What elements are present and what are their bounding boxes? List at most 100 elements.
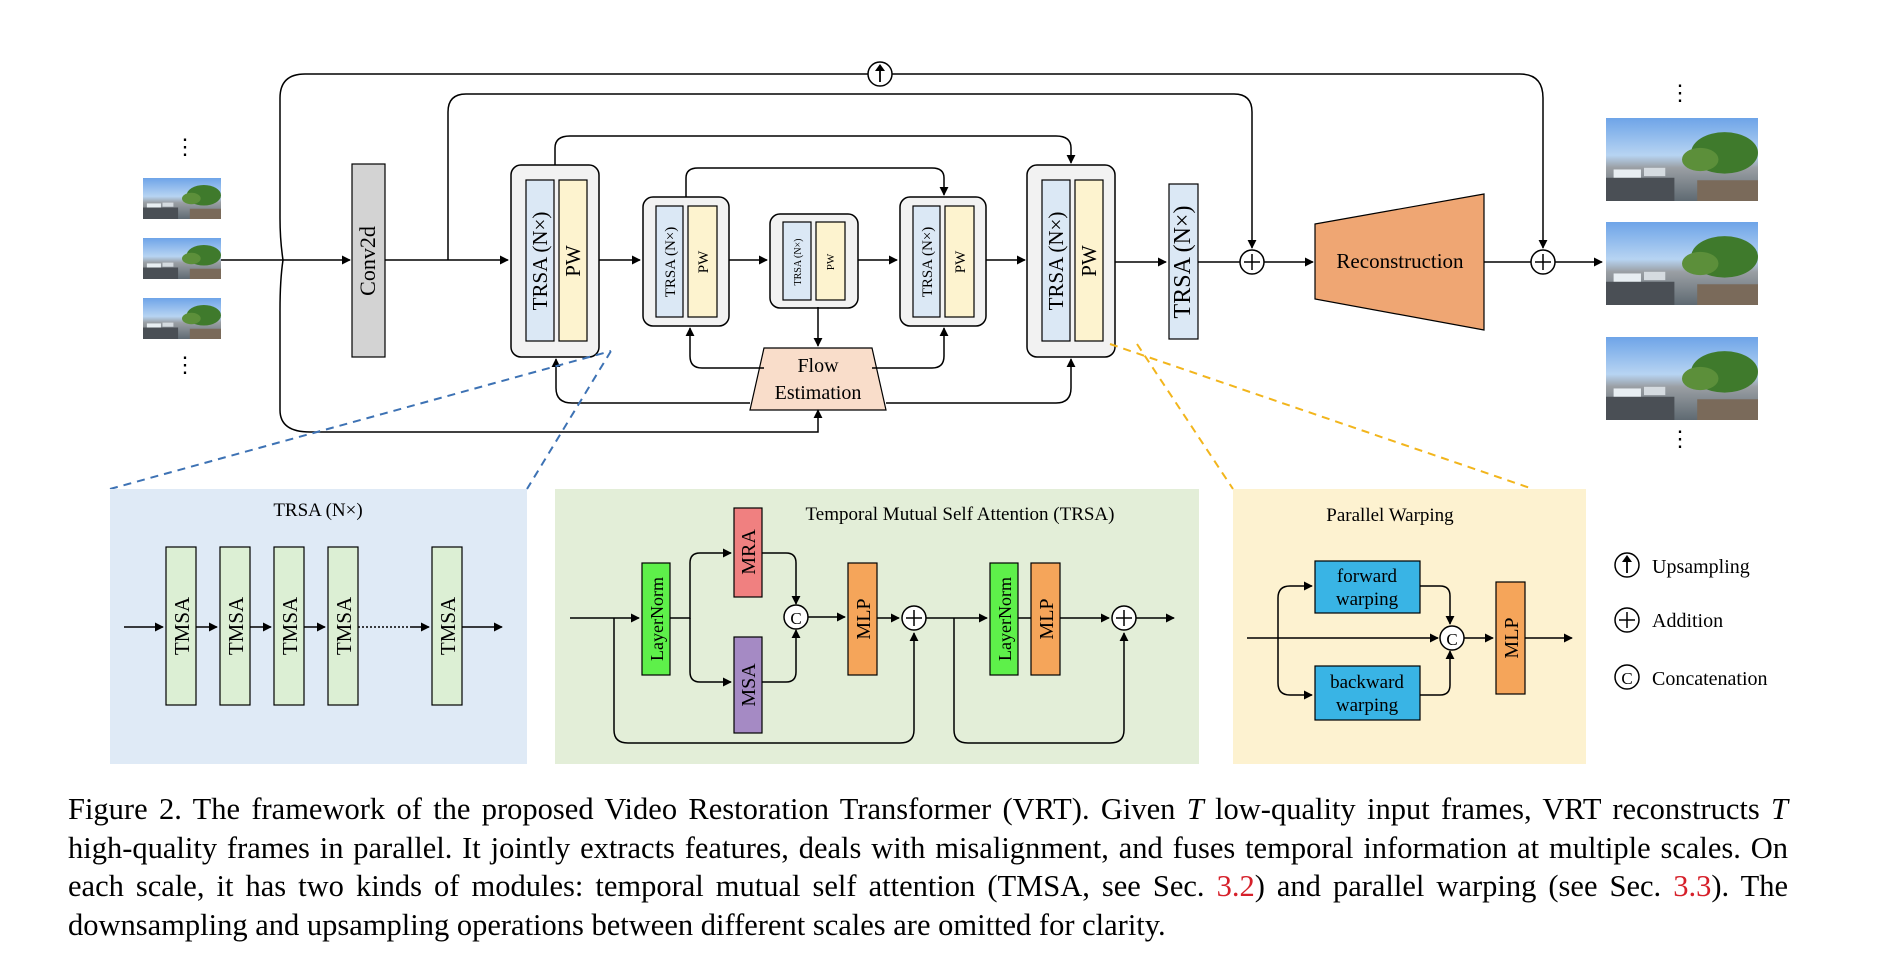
skip-stage2-to-stage4 (685, 167, 949, 197)
parallel-warping-panel: Parallel Warping forward warping backwar… (1233, 489, 1586, 764)
flow-estimation-block (749, 347, 887, 411)
tmsa-split-up (670, 548, 732, 619)
flow-estimation-label-1: Flow (797, 355, 839, 377)
forward-warping-block (1314, 560, 1421, 614)
stage-4: TRSA (N×) PW (899, 196, 987, 327)
input-ellipsis-bottom: ⋮ (174, 352, 196, 377)
layernorm-block-1 (641, 562, 671, 676)
concat-node-1-label: C (790, 609, 801, 628)
msa-label: MSA (738, 663, 760, 707)
output-ellipsis-bottom: ⋮ (1669, 426, 1691, 451)
msa-to-concat (762, 629, 801, 683)
caption-ref-sec-3-3[interactable]: 3.3 (1673, 869, 1712, 903)
upsampling-node-arrowhead-icon (875, 64, 885, 71)
mlp-block-2 (1030, 562, 1061, 676)
final-trsa-label: TRSA (N×) (1170, 206, 1196, 319)
forward-to-concat (1420, 585, 1455, 625)
input-ellipsis-top: ⋮ (174, 134, 196, 159)
stage-4-trsa-label: TRSA (N×) (920, 227, 936, 298)
mlp-label-1: MLP (853, 598, 875, 639)
caption-part-2: low-quality input frames, VRT reconstruc… (1203, 792, 1772, 826)
tmsa-split-down (689, 618, 732, 687)
final-trsa-block (1168, 183, 1199, 340)
tmsa-label-2: TMSA (224, 596, 248, 655)
stage-1-trsa (525, 179, 555, 342)
pw-split-up (1277, 581, 1313, 638)
tmsa-panel-title: Temporal Mutual Self Attention (TRSA) (806, 504, 1115, 525)
caption-var-t-2: T (1771, 792, 1788, 826)
zoom-line-yellow (1109, 343, 1534, 490)
figure-caption: Figure 2. The framework of the proposed … (68, 790, 1788, 944)
legend-addition-plus-icon (1619, 612, 1635, 628)
stage-4-pw (944, 205, 975, 318)
top-pipeline: ⋮ ⋮ Conv2d TRSA (N×) PW TRSA (N×) PW (143, 61, 1758, 451)
stage-4-pw-label: PW (953, 250, 969, 273)
caption-ref-sec-3-2[interactable]: 3.2 (1216, 869, 1255, 903)
caption-var-t-1: T (1186, 792, 1204, 826)
stage-2-pw (687, 205, 718, 318)
tmsa-block-5 (431, 546, 463, 706)
flow-to-stage2 (685, 327, 764, 369)
mra-to-concat (762, 552, 801, 605)
mlp-block-1 (847, 562, 878, 676)
input-frame-3 (143, 298, 221, 339)
stage-5-pw (1074, 179, 1104, 342)
stage-1-pw-label: PW (561, 245, 585, 277)
stage-2: TRSA (N×) PW (642, 196, 730, 327)
output-frame-1 (1606, 118, 1758, 201)
tmsa-block-1 (165, 546, 197, 706)
output-frames: ⋮ ⋮ (1606, 80, 1758, 451)
legend-concatenation-c: C (1621, 669, 1632, 688)
concat-node-2-label: C (1446, 630, 1457, 649)
legend-upsampling-arrowhead-icon (1622, 555, 1632, 562)
stage-1: TRSA (N×) PW (510, 164, 600, 358)
msa-block (733, 636, 763, 734)
skip-input-to-add2 (279, 73, 1548, 261)
tmsa-label-3: TMSA (278, 596, 302, 655)
mra-block (733, 507, 763, 598)
stage-5-trsa-label: TRSA (N×) (1044, 212, 1068, 311)
tmsa-block-2 (219, 546, 251, 706)
add-node-1-plus-icon (1244, 254, 1260, 270)
stage-3-trsa (782, 221, 812, 301)
stage-1-trsa-label: TRSA (N×) (528, 212, 552, 311)
output-frame-2 (1606, 222, 1758, 305)
flow-to-stage5 (886, 358, 1076, 404)
stage-2-pw-label: PW (696, 250, 712, 273)
flow-estimation-label-2: Estimation (775, 382, 862, 404)
layernorm-label-1: LayerNorm (647, 577, 667, 661)
backward-to-concat (1420, 650, 1455, 696)
caption-part-4: ) and parallel warping (see Sec. (1254, 869, 1674, 903)
legend-concatenation-label: Concatenation (1652, 668, 1768, 690)
layernorm-label-2: LayerNorm (995, 577, 1015, 661)
tmsa-panel: Temporal Mutual Self Attention (TRSA) La… (555, 489, 1199, 764)
tmsa-add-node-2-plus-icon (1116, 610, 1132, 626)
caption-part-5: ). The downsampling and upsampling opera… (68, 869, 1789, 942)
skip-input-to-flow (279, 259, 823, 433)
pw-panel-title: Parallel Warping (1326, 505, 1454, 526)
tmsa-add-node-1-plus-icon (906, 610, 922, 626)
input-frame-1 (143, 178, 221, 219)
stage-1-pw (558, 179, 588, 342)
trsa-panel-title: TRSA (N×) (273, 500, 362, 521)
tmsa-block-3 (273, 546, 305, 706)
legend: Upsampling Addition C Concatenation (1614, 552, 1768, 690)
output-frame-3 (1606, 337, 1758, 420)
pw-panel-bg (1233, 489, 1586, 764)
tmsa-residual-1 (613, 618, 919, 744)
conv2d-label: Conv2d (355, 226, 380, 296)
input-frame-2 (143, 238, 221, 279)
pw-mlp-label: MLP (1501, 617, 1523, 658)
output-ellipsis-top: ⋮ (1669, 80, 1691, 105)
stage-2-trsa-label: TRSA (N×) (663, 227, 679, 298)
stage-3-pw (815, 221, 846, 301)
stage-4-trsa (912, 205, 941, 318)
caption-part-3: high-quality frames in parallel. It join… (68, 830, 1788, 904)
stage-3-pw-label: PW (825, 253, 837, 270)
backward-warping-label-2: warping (1336, 695, 1399, 716)
stage-3-trsa-label: TRSA (N×) (793, 238, 804, 285)
pw-mlp-block (1495, 581, 1526, 695)
stage-5: TRSA (N×) PW (1026, 164, 1116, 358)
pw-split-down (1277, 638, 1313, 700)
input-frames: ⋮ ⋮ (143, 134, 221, 377)
